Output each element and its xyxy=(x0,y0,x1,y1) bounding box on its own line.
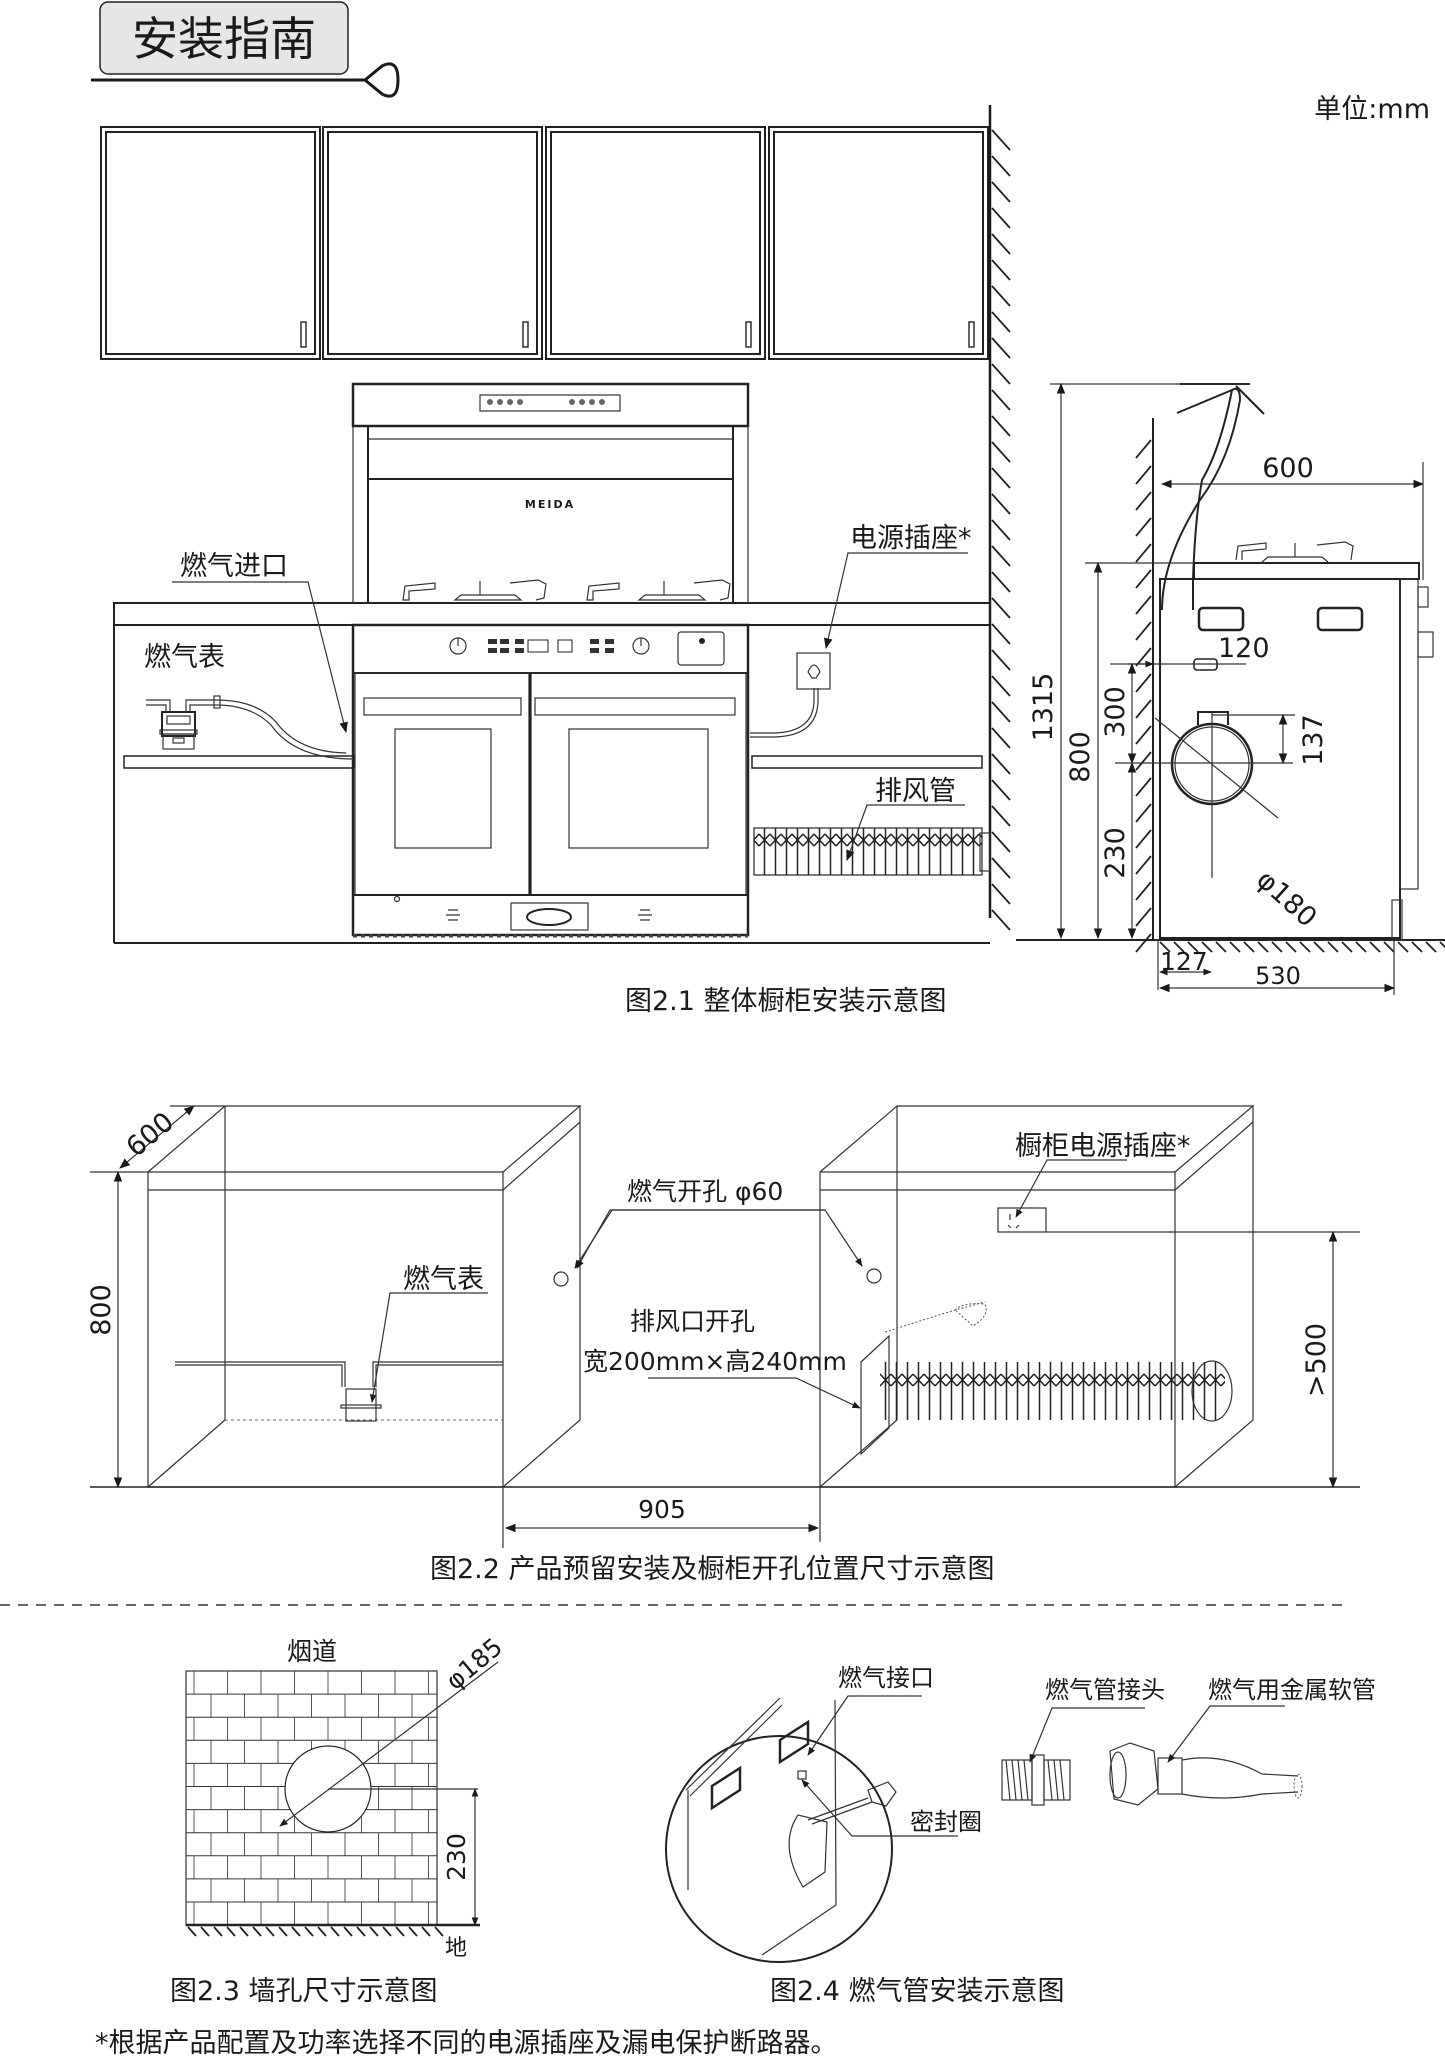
exhaust-pipe: 排风管 xyxy=(753,776,991,876)
upper-cabinet-3 xyxy=(545,126,766,360)
title-badge xyxy=(99,1,349,75)
integrated-stove-body xyxy=(351,623,750,938)
label-gas-meter: 燃气表 xyxy=(144,642,225,673)
upper-cabinet-2 xyxy=(322,126,543,360)
footnote: *根据产品配置及功率选择不同的电源插座及漏电保护断路器。 xyxy=(95,2028,838,2059)
dim-height-2: 800 xyxy=(86,1284,117,1336)
upper-cabinets xyxy=(100,126,989,360)
title-loop-ornament xyxy=(362,62,400,98)
figure-2-3: 烟道 φ185 230 地 图2.3 墙孔尺寸示意图 xyxy=(170,1632,508,2007)
dim-gas-height: 300 xyxy=(1100,686,1131,738)
label-exhaust-hole-2: 宽200mm×高240mm xyxy=(583,1347,847,1376)
caption-fig-2-1: 图2.1 整体橱柜安装示意图 xyxy=(625,986,947,1017)
power-socket: 电源插座* xyxy=(750,523,972,738)
label-ground: 地 xyxy=(445,1936,467,1961)
caption-fig-2-3: 图2.3 墙孔尺寸示意图 xyxy=(170,1976,438,2007)
label-exhaust-pipe: 排风管 xyxy=(875,776,956,807)
unit-label: 单位:mm xyxy=(1314,94,1430,125)
countertop xyxy=(113,602,991,944)
label-gas-hole: 燃气开孔 φ60 xyxy=(627,1177,783,1206)
label-pipe-joint: 燃气管接头 xyxy=(1045,1676,1165,1704)
dim-duct-offset: 137 xyxy=(1298,714,1329,766)
cabinet-handle xyxy=(522,321,529,348)
header: 安装指南 单位:mm xyxy=(91,1,1430,125)
page-title: 安装指南 xyxy=(132,12,316,66)
dim-socket-height: >500 xyxy=(1301,1323,1332,1397)
wall-hatching xyxy=(991,129,1011,931)
label-gas-port: 燃气接口 xyxy=(838,1664,934,1692)
cabinet-handle xyxy=(300,321,307,348)
dim-counter-height: 800 xyxy=(1065,731,1096,783)
dim-flue-height: 230 xyxy=(442,1833,471,1881)
cabinet-handle xyxy=(745,321,752,348)
label-seal-ring: 密封圈 xyxy=(910,1808,982,1836)
label-flue: 烟道 xyxy=(287,1637,337,1666)
dim-flue-diameter: φ185 xyxy=(440,1632,508,1695)
gas-meter xyxy=(146,695,355,760)
label-gas-meter-2: 燃气表 xyxy=(403,1264,484,1295)
brand-logo: MEIDA xyxy=(525,498,575,511)
label-power-socket: 电源插座* xyxy=(850,523,972,554)
dim-depth-top: 600 xyxy=(1262,453,1314,484)
gas-pipe-joint xyxy=(1001,1754,1071,1806)
figure-2-2: 燃气开孔 φ60 燃气表 排风口开孔 宽200mm×高240mm 橱柜电源插座*… xyxy=(86,1105,1360,1585)
figure-2-1: MEIDA xyxy=(100,105,1011,1017)
burners xyxy=(402,579,731,601)
gas-metal-hose xyxy=(1109,1742,1303,1806)
dim-duct-diameter: φ180 xyxy=(1250,864,1322,933)
cabinet-handle xyxy=(968,321,975,348)
figure-2-4: 燃气接口 密封圈 燃气管接头 燃气用金属软管 图2.4 燃气管安装示意图 xyxy=(665,1664,1376,2007)
label-gas-inlet: 燃气进口 xyxy=(180,551,288,582)
gas-inlet-callout: 燃气进口 燃气表 xyxy=(144,551,348,734)
label-metal-hose: 燃气用金属软管 xyxy=(1208,1676,1376,1704)
dim-width: 905 xyxy=(638,1495,686,1524)
range-hood: MEIDA xyxy=(351,382,750,604)
upper-cabinet-1 xyxy=(100,126,321,360)
upper-cabinet-4 xyxy=(768,126,989,360)
figure-2-1-side-view: 1315 800 600 120 300 230 137 φ180 127 53… xyxy=(1016,382,1445,995)
dim-duct-from-wall: 127 xyxy=(1160,947,1208,976)
caption-fig-2-2: 图2.2 产品预留安装及橱柜开孔位置尺寸示意图 xyxy=(430,1554,995,1585)
dim-total-height: 1315 xyxy=(1028,673,1059,742)
brick-wall xyxy=(186,1670,437,1925)
label-exhaust-hole-1: 排风口开孔 xyxy=(630,1307,755,1336)
dim-gas-offset: 120 xyxy=(1218,633,1270,664)
dim-body-depth: 530 xyxy=(1255,962,1301,990)
caption-fig-2-4: 图2.4 燃气管安装示意图 xyxy=(770,1976,1065,2007)
dim-duct-height: 230 xyxy=(1100,827,1131,879)
label-cabinet-socket: 橱柜电源插座* xyxy=(1015,1131,1191,1162)
dim-depth-2: 600 xyxy=(121,1106,180,1163)
